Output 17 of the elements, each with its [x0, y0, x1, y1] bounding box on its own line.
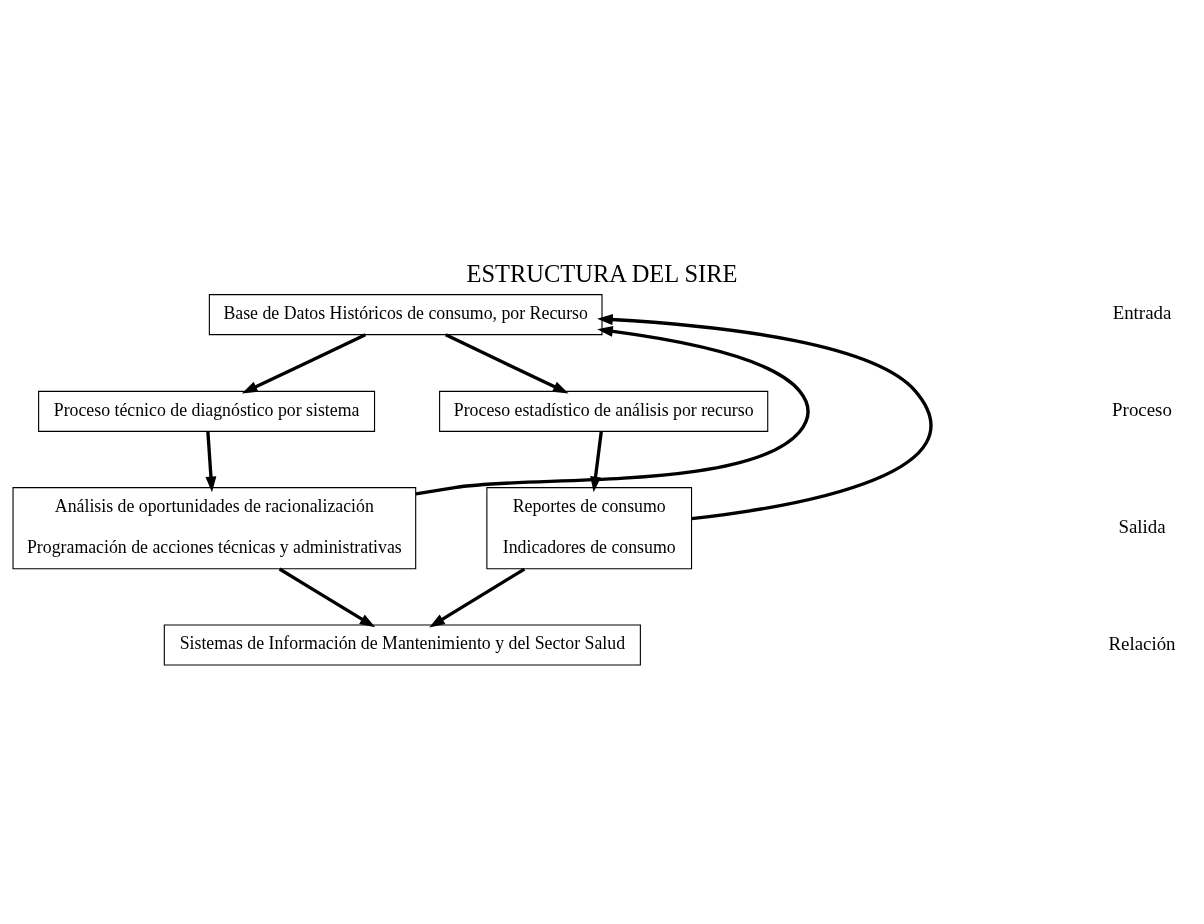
label: Entrada — [1112, 302, 1172, 324]
node-box: Proceso estadístico de análisis por recurso — [439, 390, 769, 432]
node-box: Base de Datos Históricos de consumo, por Recurso — [208, 294, 603, 336]
label: Relación — [1108, 632, 1176, 654]
label: Salida — [1118, 515, 1166, 537]
node-box: Reportes de consumo Indicadores de consumo — [486, 487, 693, 570]
arrow — [445, 333, 569, 394]
arrow — [429, 567, 526, 628]
label: Proceso — [1112, 398, 1172, 420]
diagram-title: ESTRUCTURA DEL SIRE — [466, 260, 738, 288]
arrow — [205, 431, 217, 493]
arrow — [597, 314, 933, 521]
node-box: Sistemas de Información de Mantenimiento y del Sector Salud — [163, 624, 641, 666]
node-box: Proceso técnico de diagnóstico por sistema — [38, 390, 376, 432]
arrow — [241, 333, 367, 394]
arrow — [278, 567, 376, 628]
node-box: Análisis de oportunidades de racionalización Programación de acciones técnicas y administrativas — [12, 487, 417, 570]
